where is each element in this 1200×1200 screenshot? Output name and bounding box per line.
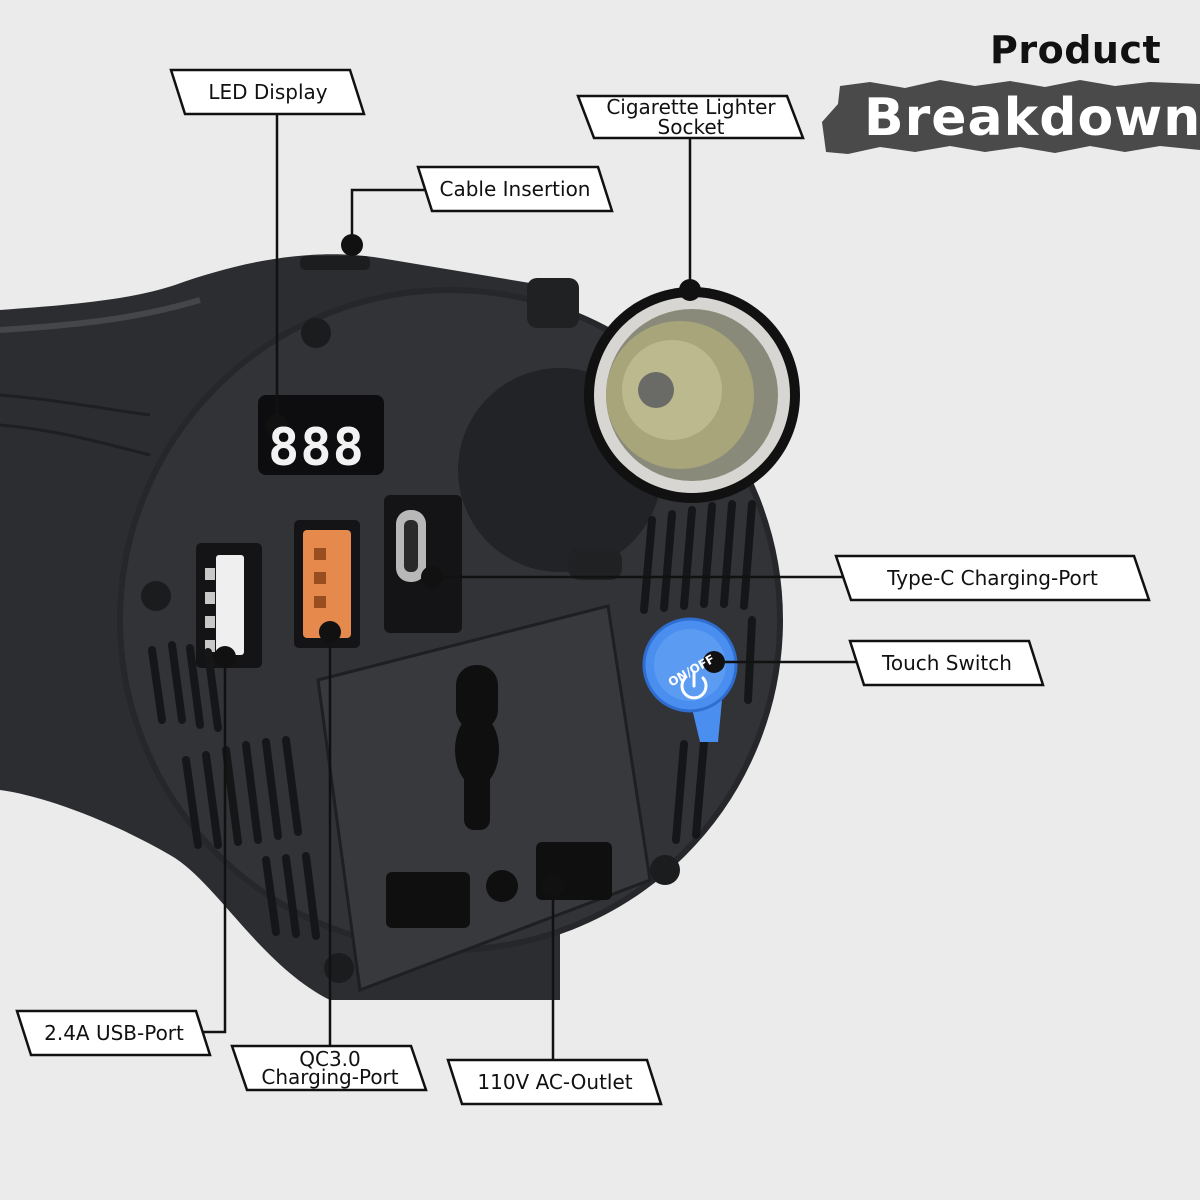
- callout-box-touch-switch: [848, 639, 1045, 687]
- callout-box-led-display: [169, 68, 366, 116]
- callout-box-qc30: [230, 1044, 428, 1092]
- callout-type-c: Type-C Charging-Port: [887, 566, 1098, 590]
- leader-dot-ac-outlet: [542, 875, 564, 897]
- leader-dot-qc30: [319, 621, 341, 643]
- screw-hole: [650, 855, 680, 885]
- callout-cigarette-lighter: Cigarette Lighter Socket: [586, 96, 796, 138]
- callout-led-display: LED Display: [208, 80, 328, 104]
- body-ridge-2: [0, 423, 151, 457]
- callout-usb-24a: 2.4A USB-Port: [44, 1021, 184, 1045]
- leader-dot-cigarette-lighter: [679, 279, 701, 301]
- socket-cap-tab-bottom: [568, 548, 622, 580]
- leader-lines: [190, 112, 858, 1062]
- ac-outlet-sockets: [386, 665, 612, 928]
- callout-cable-insertion: Cable Insertion: [439, 177, 591, 201]
- touch-switch-inner: [654, 629, 726, 701]
- type-c-tongue: [404, 520, 418, 572]
- usb-port-pin: [205, 616, 215, 628]
- callout-touch-switch: Touch Switch: [882, 651, 1012, 675]
- qc-port-pin: [314, 548, 326, 560]
- callout-ac-outlet: 110V AC-Outlet: [477, 1070, 633, 1094]
- cable-slot: [300, 256, 370, 270]
- callout-box-ac-outlet: [446, 1058, 663, 1106]
- body-ridge-1: [0, 393, 151, 417]
- callout-box-cable-insertion: [416, 165, 614, 213]
- callout-qc30-line1: QC3.0: [299, 1047, 361, 1071]
- callout-qc30: QC3.0 Charging-Port: [240, 1046, 420, 1090]
- heading-band: [822, 80, 1200, 154]
- callout-boxes: [15, 68, 1151, 1106]
- leader-dot-led-display: [266, 414, 288, 436]
- leader-cable-insertion: [350, 188, 425, 244]
- callout-box-type-c: [834, 554, 1151, 602]
- socket-cap-tab: [527, 278, 579, 328]
- usb-port-pin: [205, 568, 215, 580]
- callout-cigarette-lighter-line1: Cigarette Lighter: [606, 95, 776, 119]
- screw-hole: [324, 953, 354, 983]
- callout-qc30-line2: Charging-Port: [261, 1065, 399, 1089]
- body-highlight: [0, 297, 201, 333]
- leader-dots: [214, 234, 725, 897]
- leader-dot-usb: [214, 646, 236, 668]
- vents-right: [640, 500, 756, 844]
- socket-pin: [638, 372, 674, 408]
- qc-port-pin: [314, 572, 326, 584]
- heading-line-1: Product: [990, 28, 1162, 72]
- leader-dot-touch-switch: [703, 651, 725, 673]
- callout-box-cigarette-lighter: [576, 94, 805, 140]
- callout-cigarette-lighter-line2: Socket: [657, 115, 725, 139]
- screw-hole: [301, 318, 331, 348]
- screw-hole: [141, 581, 171, 611]
- qc-port-pin: [314, 596, 326, 608]
- vents-left: [148, 641, 320, 940]
- usb-port-tongue: [216, 555, 244, 655]
- leader-dot-cable-insertion: [341, 234, 363, 256]
- usb-port-pin: [205, 592, 215, 604]
- usb-port-pin: [205, 640, 215, 652]
- led-display-window: [258, 395, 384, 475]
- led-display-digits: 888: [268, 418, 365, 478]
- callout-box-usb-24a: [15, 1009, 212, 1057]
- heading-line-2: Breakdown: [864, 88, 1200, 148]
- power-icon: [680, 670, 708, 700]
- leader-dot-type-c: [421, 566, 443, 588]
